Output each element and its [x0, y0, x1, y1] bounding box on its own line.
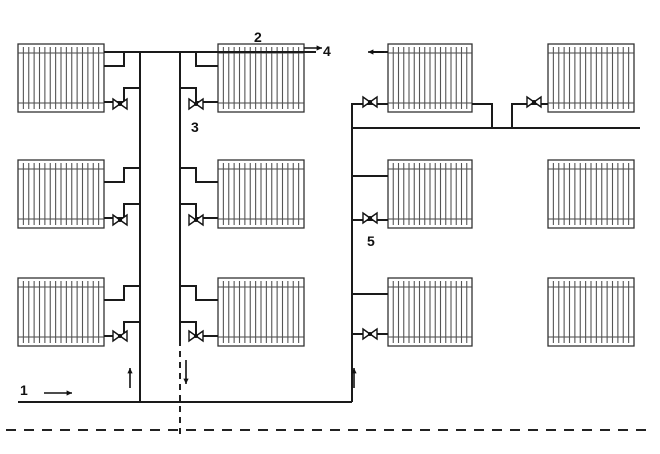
radiators	[17, 43, 635, 347]
branch-left	[104, 285, 140, 301]
right-riser-up-arrow	[351, 368, 357, 388]
branch-center	[180, 285, 218, 301]
radiator	[217, 43, 305, 113]
far-right-branch	[511, 103, 548, 128]
right-top-return	[472, 103, 493, 128]
top-arrow-right	[304, 45, 322, 51]
radiator	[547, 277, 635, 347]
label-3: 3	[191, 119, 199, 135]
branch-center-return	[180, 87, 218, 103]
valve	[112, 97, 128, 111]
radiator	[217, 159, 305, 229]
supply-arrow-right	[44, 390, 72, 396]
valve	[188, 329, 204, 343]
pipes	[18, 51, 640, 403]
branch-left	[104, 167, 140, 183]
branch-left-return	[104, 87, 140, 103]
radiator	[17, 277, 105, 347]
valve	[362, 95, 378, 109]
radiator	[547, 159, 635, 229]
radiator	[17, 43, 105, 113]
right-stub-arrow-left	[368, 49, 384, 55]
branch-center	[180, 51, 218, 67]
radiator	[17, 159, 105, 229]
label-2: 2	[254, 29, 262, 45]
riser-down-arrow	[183, 360, 189, 384]
valve	[188, 213, 204, 227]
branch-center-return	[180, 203, 218, 219]
valves	[112, 95, 542, 343]
radiator	[387, 43, 473, 113]
label-1: 1	[20, 382, 28, 398]
radiator	[387, 277, 473, 347]
valve	[362, 211, 378, 225]
branch-center-return	[180, 321, 218, 337]
valve	[112, 329, 128, 343]
label-4: 4	[323, 43, 331, 59]
radiator	[217, 277, 305, 347]
riser-up-arrow	[127, 368, 133, 388]
radiator	[387, 159, 473, 229]
valve	[188, 97, 204, 111]
branch-left	[104, 51, 140, 67]
valve	[526, 95, 542, 109]
valve	[362, 327, 378, 341]
label-5: 5	[367, 233, 375, 249]
flow-arrows	[44, 45, 384, 396]
valve	[112, 213, 128, 227]
branch-left-return	[104, 203, 140, 219]
radiator	[547, 43, 635, 113]
branch-center	[180, 167, 218, 183]
right-top-branch	[351, 103, 388, 128]
